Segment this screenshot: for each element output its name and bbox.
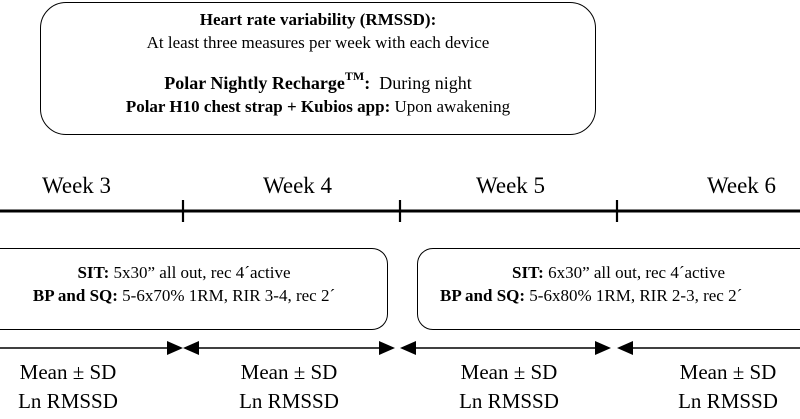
h10-value: Upon awakening	[394, 97, 511, 116]
sit-line: SIT: 5x30” all out, rec 4´active	[77, 263, 291, 282]
measure-arrow-week-3	[0, 341, 183, 355]
nightly-recharge-label: Polar Nightly Recharge	[164, 73, 345, 93]
measure-label-week-3: Mean ± SD Ln RMSSD	[18, 360, 118, 413]
training-block-1: SIT: 5x30” all out, rec 4´active BP and …	[0, 248, 388, 330]
trademark-sup: TM	[344, 69, 365, 83]
measure-label-week-5: Mean ± SD Ln RMSSD	[459, 360, 559, 413]
hrv-title: Heart rate variability (RMSSD):	[199, 10, 437, 29]
measure-arrow-week-5	[400, 341, 611, 355]
measure-label-week-4: Mean ± SD Ln RMSSD	[239, 360, 339, 413]
week-label-3: Week 3	[42, 173, 112, 198]
h10-line: Polar H10 chest strap + Kubios app: Upon…	[41, 95, 595, 118]
week-label-4: Week 4	[263, 173, 333, 198]
hrv-measurement-box: Heart rate variability (RMSSD): At least…	[40, 2, 596, 135]
nightly-recharge-line: Polar Nightly RechargeTM: During night	[164, 69, 472, 93]
week-label-6: Week 6	[707, 173, 777, 198]
sit-line: SIT: 6x30” all out, rec 4´active	[512, 263, 726, 282]
bpsq-line: BP and SQ: 5-6x70% 1RM, RIR 3-4, rec 2´	[32, 286, 336, 305]
bpsq-line: BP and SQ: 5-6x80% 1RM, RIR 2-3, rec 2´	[440, 286, 743, 305]
training-block-2: SIT: 6x30” all out, rec 4´active BP and …	[417, 248, 800, 330]
week-label-5: Week 5	[476, 173, 546, 198]
measure-arrow-week-6	[617, 341, 800, 355]
measure-label-week-6: Mean ± SD Ln RMSSD	[678, 360, 778, 413]
nightly-recharge-value: During night	[379, 73, 472, 93]
hrv-subtitle: At least three measures per week with ea…	[146, 33, 490, 52]
measure-arrow-week-4	[183, 341, 395, 355]
h10-label: Polar H10 chest strap + Kubios app:	[125, 97, 391, 116]
